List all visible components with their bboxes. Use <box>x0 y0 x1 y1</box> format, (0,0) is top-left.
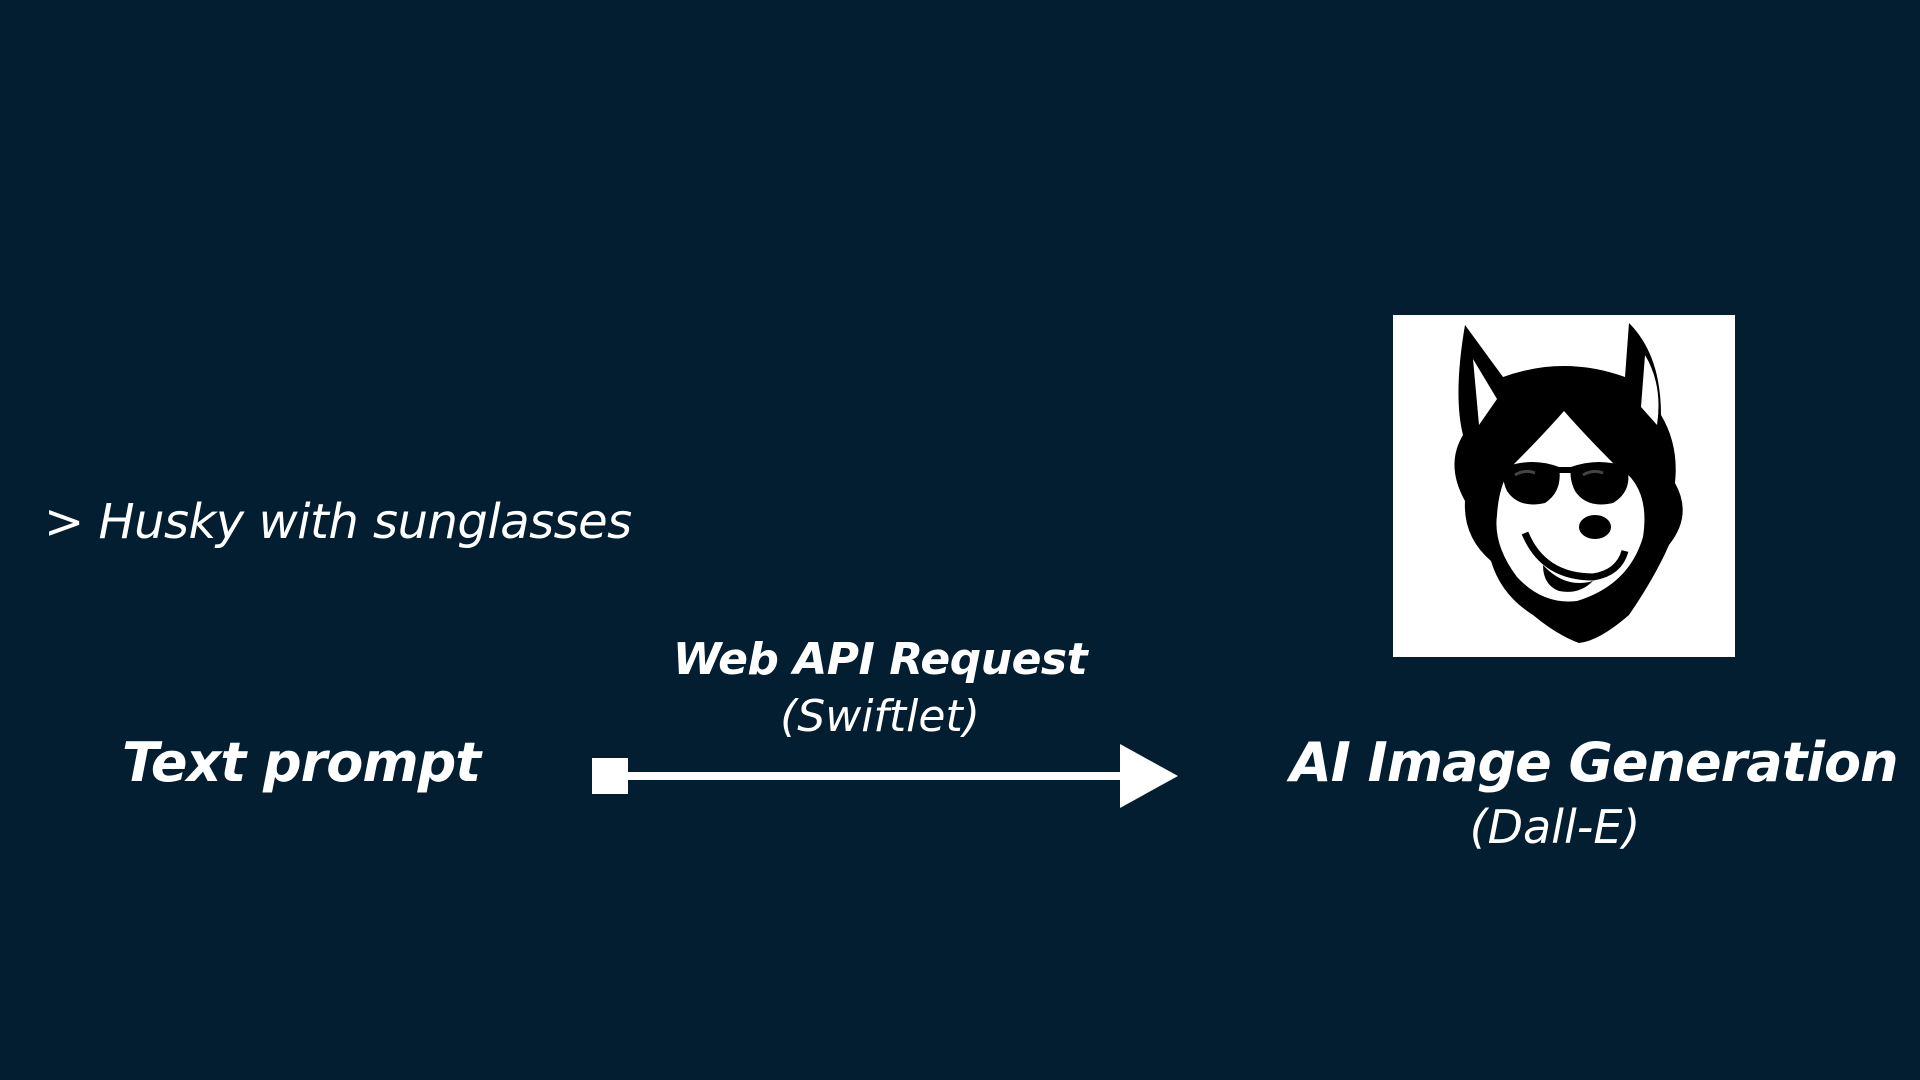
ai-generation-block: AI Image Generation (Dall-E) <box>1290 731 1820 854</box>
husky-sunglasses-icon <box>1393 315 1735 657</box>
api-request-block: Web API Request (Swiftlet) <box>640 634 1120 742</box>
api-request-title: Web API Request <box>640 634 1120 685</box>
arrow-shaft <box>626 772 1120 780</box>
text-prompt-label: Text prompt <box>122 731 480 794</box>
flow-arrow <box>590 740 1180 812</box>
api-request-subtitle: (Swiftlet) <box>640 691 1120 742</box>
prompt-example-text: > Husky with sunglasses <box>44 494 632 550</box>
arrow-head <box>1120 744 1178 808</box>
arrow-start-square <box>592 758 628 794</box>
ai-generation-subtitle: (Dall-E) <box>1290 800 1820 854</box>
ai-generation-title: AI Image Generation <box>1290 731 1820 794</box>
generated-husky-image <box>1393 315 1735 657</box>
